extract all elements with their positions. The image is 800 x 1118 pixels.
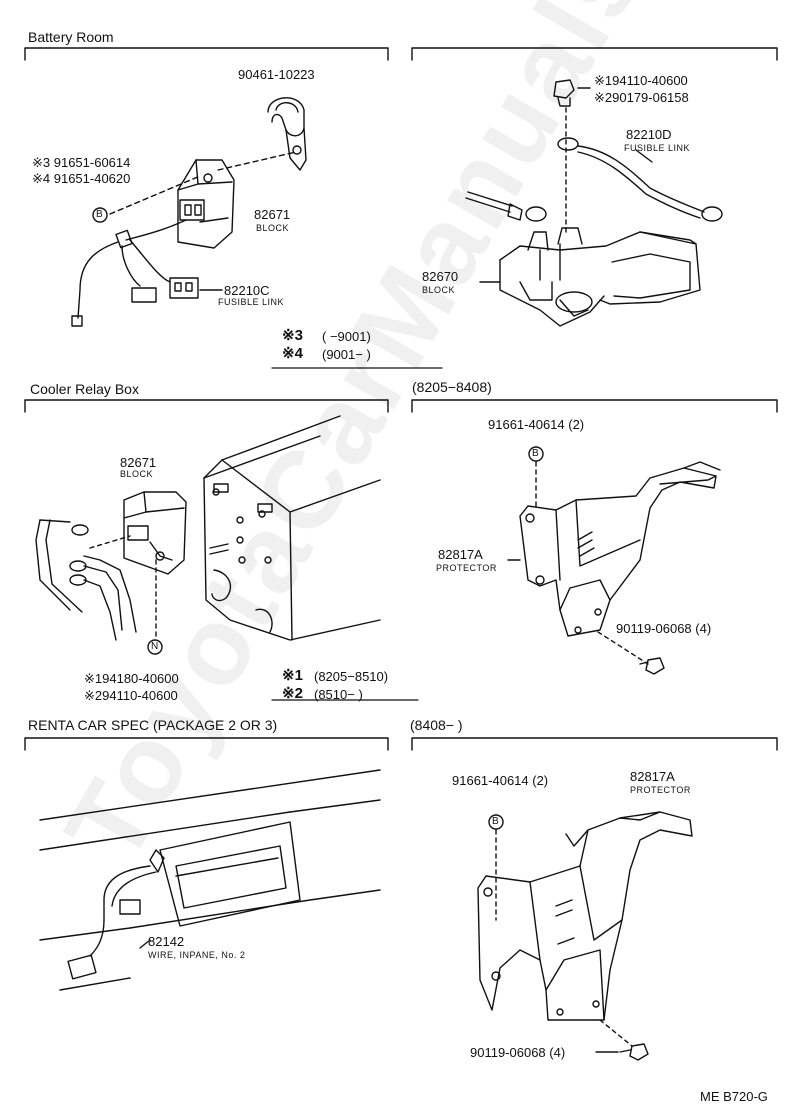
relay-housing <box>203 415 381 641</box>
part-number-protector-a: 82817A <box>438 547 483 562</box>
part-number-wire-82142: 82142 <box>148 934 185 949</box>
part-desc-cooler-block: BLOCK <box>120 469 154 479</box>
part-number-clamp: 90461-10223 <box>238 67 315 82</box>
part-number-bolt-star3: ※3 91651-60614 <box>32 155 131 170</box>
block-82671-drawing <box>177 159 235 249</box>
callout-n: N <box>151 641 159 652</box>
part-number-nut-star1-bottom: ※194180-40600 <box>84 671 179 686</box>
part-number-bolt-b: 91661-40614 (2) <box>452 773 549 788</box>
callout-b-circle-2 <box>528 446 544 462</box>
part-desc-wire-inpane: WIRE, INPANE, No. 2 <box>148 950 246 960</box>
section-title-renta-car: RENTA CAR SPEC (PACKAGE 2 OR 3) <box>28 717 278 733</box>
section-title-range-8205-8408: (8205−8408) <box>412 379 492 395</box>
dashboard-drawing <box>39 769 381 991</box>
callout-b-circle-3 <box>488 814 504 830</box>
legend-star2: ※2 <box>282 685 303 702</box>
legend-star3-range: ( −9001) <box>322 329 371 344</box>
clamp-drawing <box>267 97 307 171</box>
legend-star1: ※1 <box>282 667 303 684</box>
leader-82671 <box>199 217 229 223</box>
section-title-cooler-relay-box: Cooler Relay Box <box>30 381 139 397</box>
part-desc-fusible-link-d: FUSIBLE LINK <box>624 143 691 153</box>
section-brackets <box>24 47 778 751</box>
callout-n-circle <box>147 639 163 655</box>
part-number-protector-b: 82817A <box>630 769 675 784</box>
part-number-bolt-a: 91661-40614 (2) <box>488 417 585 432</box>
wire-82142-drawing <box>67 865 157 980</box>
screw-b <box>619 1043 649 1061</box>
callout-b-2: B <box>532 448 539 459</box>
legend-star4-range: (9001− ) <box>322 347 371 362</box>
part-number-nut-star1-top: ※194110-40600 <box>594 73 688 88</box>
section-title-range-8408: (8408− ) <box>410 717 463 733</box>
part-number-bolt-star4: ※4 91651-40620 <box>32 171 131 186</box>
part-number-nut-star2-bottom: ※294110-40600 <box>84 688 178 703</box>
harness-82210c <box>71 219 199 327</box>
part-number-screw-a: 90119-06068 (4) <box>616 621 712 636</box>
callout-b-1: B <box>96 209 103 220</box>
part-number-screw-b: 90119-06068 (4) <box>470 1045 566 1060</box>
legend-star4: ※4 <box>282 345 303 362</box>
legend-star2-range: (8510− ) <box>314 687 363 702</box>
part-desc-block: BLOCK <box>256 223 290 233</box>
battery-cable <box>465 191 547 222</box>
protector-b <box>477 811 693 1021</box>
part-number-82210c: 82210C <box>224 283 270 298</box>
legend-star3: ※3 <box>282 327 303 344</box>
part-number-nut-star2-top: ※290179-06158 <box>594 90 689 105</box>
part-desc-block-82670: BLOCK <box>422 285 456 295</box>
part-desc-fusible-link-c: FUSIBLE LINK <box>218 297 285 307</box>
screw-a <box>639 657 665 675</box>
part-number-82210d: 82210D <box>626 127 672 142</box>
legend-star1-range: (8205−8510) <box>314 669 389 684</box>
part-number-block-82671: 82671 <box>254 207 291 222</box>
nut-top <box>553 79 575 107</box>
block-82670-drawing <box>499 227 701 327</box>
leader-dash <box>217 151 297 171</box>
fusible-link-82210d <box>557 137 723 222</box>
section-title-battery-room: Battery Room <box>28 29 114 45</box>
diagram-code: ME B720-G <box>700 1089 768 1104</box>
part-desc-protector-b: PROTECTOR <box>630 785 691 795</box>
part-number-cooler-block: 82671 <box>120 455 157 470</box>
callout-b-circle-1 <box>92 207 108 223</box>
cooler-block-82671 <box>123 491 187 575</box>
protector-a <box>519 461 721 637</box>
cooler-wires <box>35 519 137 641</box>
callout-b-3: B <box>492 816 499 827</box>
part-desc-protector-a: PROTECTOR <box>436 563 497 573</box>
part-number-82670: 82670 <box>422 269 459 284</box>
